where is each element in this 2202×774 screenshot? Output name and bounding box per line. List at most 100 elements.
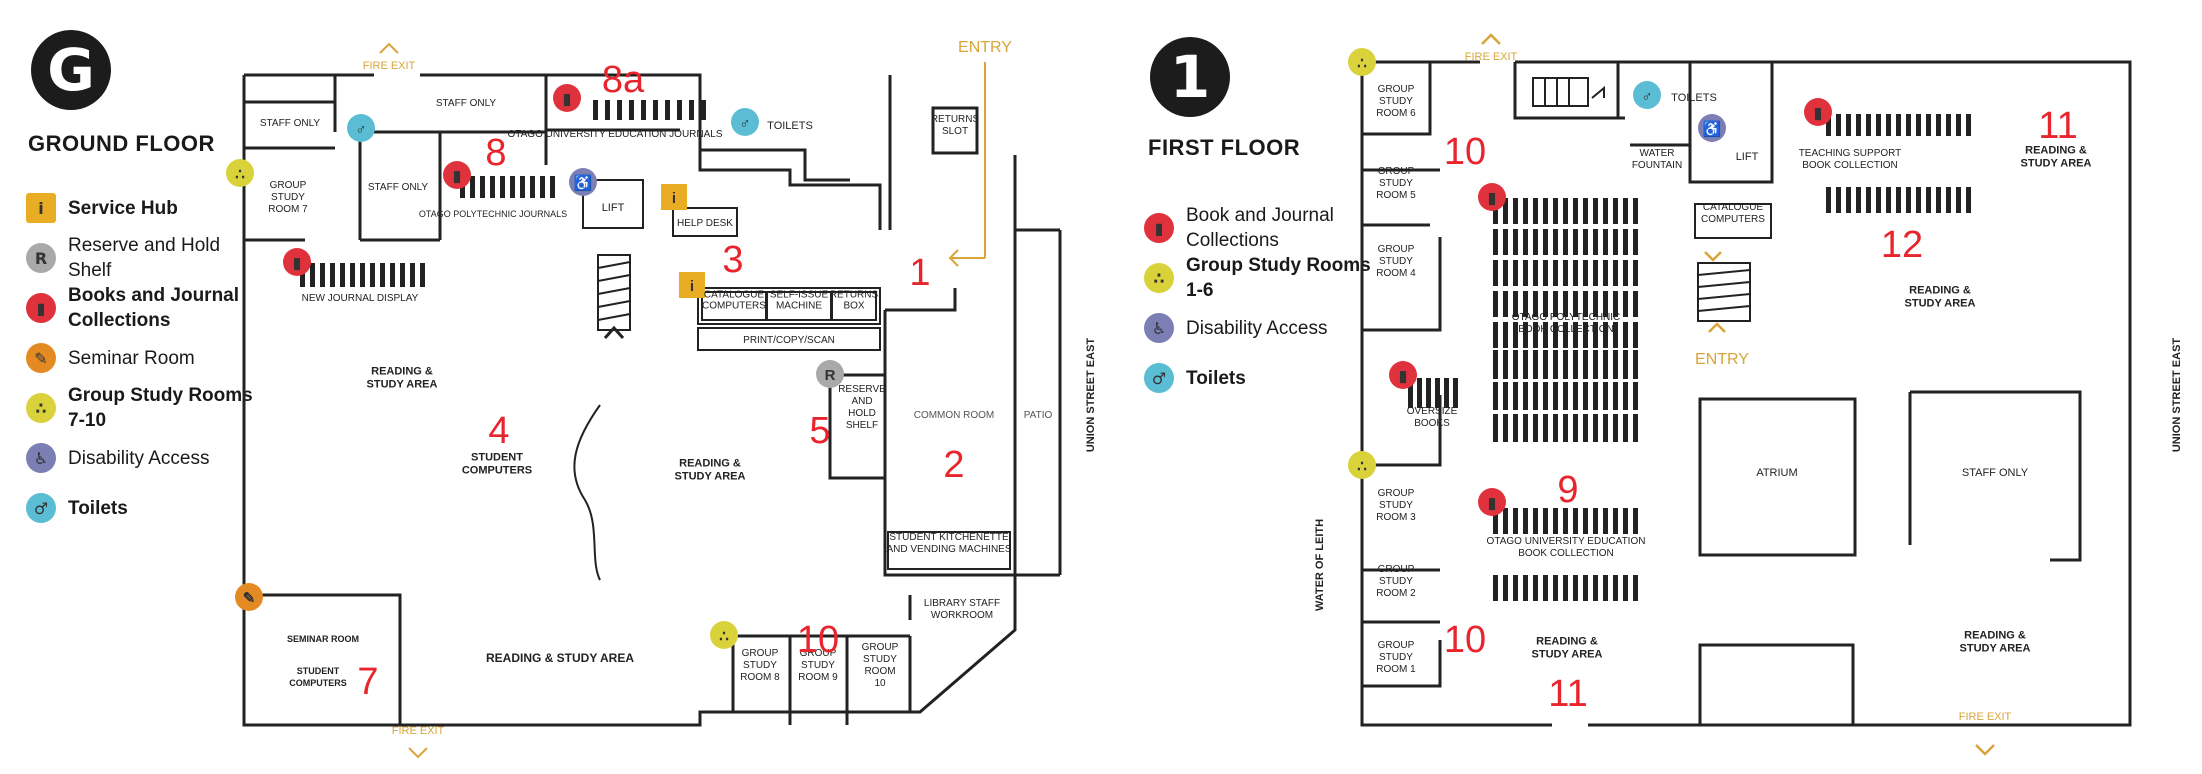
legend-item: ♿Disability Access <box>1144 308 1381 348</box>
shelf-bar <box>1896 114 1901 136</box>
shelf-bar <box>310 263 315 287</box>
shelf-bar <box>1603 260 1608 286</box>
ground-floor-badge-text: G <box>47 36 95 104</box>
svg-text:♿: ♿ <box>1703 120 1722 138</box>
reserve-icon: R <box>816 360 844 388</box>
ground-floor-title: GROUND FLOOR <box>28 131 215 156</box>
toilet-icon: ♂ <box>731 108 759 136</box>
common-room-label: COMMON ROOM <box>914 410 995 421</box>
shelf-bar <box>1613 575 1618 601</box>
shelf-bar <box>1523 260 1528 286</box>
shelf-bar <box>380 263 385 287</box>
wheelchair-icon: ♿ <box>569 168 597 196</box>
reserve-icon: R <box>26 243 56 273</box>
shelf-bar <box>1523 414 1528 442</box>
union-street-label-first: UNION STREET EAST <box>2171 338 2183 453</box>
shelf-bar <box>1543 414 1548 442</box>
shelf-bar <box>1633 198 1638 224</box>
legend-label: Disability Access <box>1186 317 1328 339</box>
shelf-bar <box>1613 322 1618 348</box>
map-number-4: 4 <box>488 410 509 452</box>
shelf-bar <box>1493 198 1498 224</box>
shelf-bar <box>1523 508 1528 534</box>
shelf-bar <box>1553 260 1558 286</box>
shelf-bar <box>1573 414 1578 442</box>
shelf-bar <box>1493 350 1498 378</box>
shelf-bar <box>1603 229 1608 255</box>
shelf-bar <box>1533 350 1538 378</box>
shelf-bar <box>1613 508 1618 534</box>
shelf-bar <box>1523 322 1528 348</box>
ground-entry-arrow <box>948 62 986 267</box>
shelf-bar <box>1926 187 1931 213</box>
atrium-label: ATRIUM <box>1756 467 1797 479</box>
shelf-bar <box>1633 414 1638 442</box>
shelf-bar <box>1593 291 1598 317</box>
shelf-bar <box>1493 260 1498 286</box>
svg-text:▮: ▮ <box>1814 105 1822 122</box>
shelf-bar <box>1603 350 1608 378</box>
svg-text:∴: ∴ <box>1357 55 1367 72</box>
lift-label-first: LIFT <box>1736 151 1759 163</box>
book-icon: ▮ <box>553 84 581 112</box>
shelf-bar <box>1563 414 1568 442</box>
shelf-bar <box>1583 198 1588 224</box>
fire-exit-bottom-label: FIRE EXIT <box>392 725 445 737</box>
group-icon: ∴ <box>1348 48 1376 76</box>
info-icon: i <box>661 184 687 210</box>
shelf-bar <box>1593 575 1598 601</box>
legend-label: Toilets <box>68 497 128 519</box>
shelf-bar <box>400 263 405 287</box>
reading-study-area-label: READING &STUDY AREA <box>367 366 438 391</box>
svg-text:▮: ▮ <box>1488 495 1496 512</box>
legend-label: Books and Journal Collections <box>68 285 240 331</box>
shelf-bar <box>1946 187 1951 213</box>
shelf-bar <box>1633 260 1638 286</box>
shelf-bar <box>1623 322 1628 348</box>
legend-label: Disability Access <box>68 447 210 469</box>
shelf-bar <box>1563 508 1568 534</box>
shelf-bar <box>360 263 365 287</box>
shelf-bar <box>1583 414 1588 442</box>
group-icon: ∴ <box>226 159 254 187</box>
staff-only-label: STAFF ONLY <box>260 118 321 129</box>
shelf-bar <box>1633 575 1638 601</box>
shelf-bar <box>1553 382 1558 410</box>
shelf-bar <box>1573 508 1578 534</box>
shelf-bar <box>1593 229 1598 255</box>
legend-item: ▮Book and Journal Collections <box>1144 205 1381 251</box>
shelf-bar <box>1826 187 1831 213</box>
lift-label: LIFT <box>602 202 625 214</box>
shelf-bar <box>1856 114 1861 136</box>
shelf-bar <box>1846 187 1851 213</box>
shelf-bar <box>1623 382 1628 410</box>
shelf-bar <box>1503 414 1508 442</box>
fire-exit-top-arrow <box>379 42 399 54</box>
shelf-bar <box>1603 508 1608 534</box>
shelf-bar <box>1583 260 1588 286</box>
legend-item: ∴Group Study Rooms 1-6 <box>1144 255 1381 301</box>
shelf-bar <box>1886 187 1891 213</box>
shelf-bar <box>677 100 682 120</box>
shelf-bar <box>1876 114 1881 136</box>
shelf-bar <box>1493 229 1498 255</box>
shelf-bar <box>530 176 535 198</box>
shelf-bar <box>1533 382 1538 410</box>
shelf-bar <box>1503 198 1508 224</box>
first-floor-badge-text: 1 <box>1169 43 1211 111</box>
reading-study-area-label: READING &STUDY AREA <box>2021 145 2092 170</box>
shelf-bar <box>1523 291 1528 317</box>
shelf-bar <box>1876 187 1881 213</box>
shelf-bar <box>1946 114 1951 136</box>
shelf-bar <box>1543 575 1548 601</box>
shelf-bar <box>1603 414 1608 442</box>
shelf-bar <box>1583 291 1588 317</box>
svg-text:i: i <box>690 278 694 295</box>
